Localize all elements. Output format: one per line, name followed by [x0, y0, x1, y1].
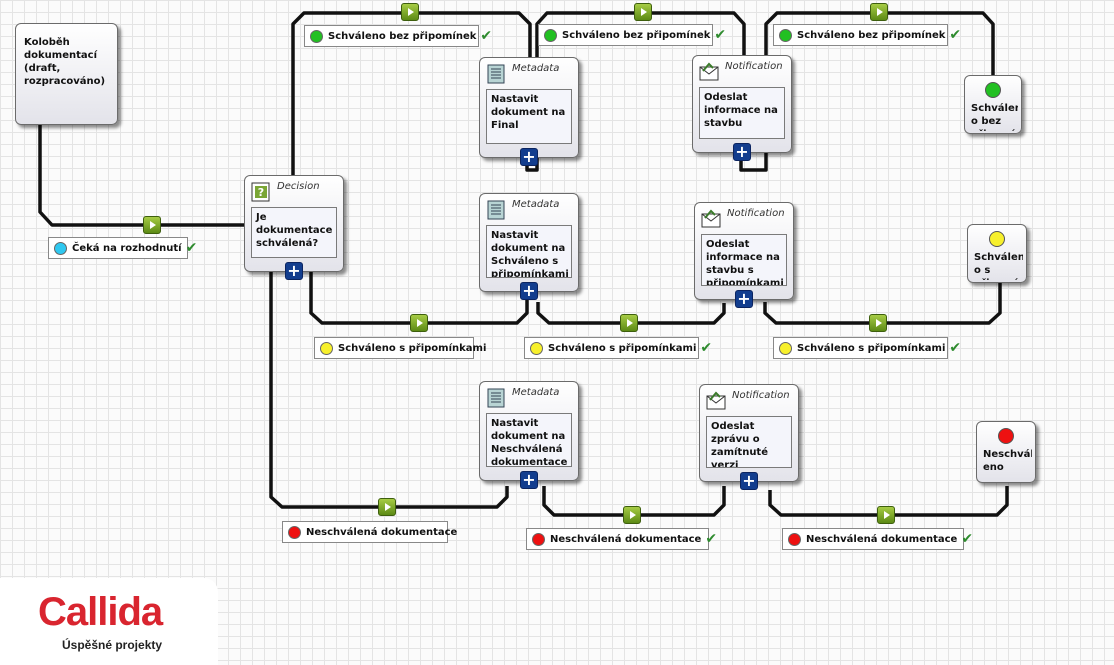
- svg-text:?: ?: [258, 186, 264, 199]
- logo-tagline: Úspěšné projekty: [62, 638, 163, 652]
- node-type-label: Notification: [725, 61, 783, 72]
- notification-node-approved[interactable]: Notification Odeslat informace na stavbu…: [692, 55, 792, 161]
- node-type-label: Notification: [732, 390, 790, 401]
- node-text: Odeslat informace na stavbu s připomínka…: [701, 234, 787, 286]
- status-red-dot: [998, 428, 1014, 444]
- checkmark-icon: ✔: [185, 240, 198, 256]
- label-text: Neschválená dokumentace: [550, 533, 702, 545]
- document-icon: [487, 388, 505, 408]
- decision-node[interactable]: ? Decision Je dokumentace schválená? +: [244, 175, 344, 280]
- transition-label-approved-comments[interactable]: Schváleno s připomínkami ✔: [524, 337, 712, 359]
- transition-label-approved-comments[interactable]: Schváleno s připomínkami: [314, 337, 486, 359]
- status-red-dot: [288, 525, 301, 539]
- status-green-dot: [310, 29, 323, 43]
- envelope-icon: [699, 62, 719, 81]
- label-text: Neschválená dokumentace: [306, 526, 458, 538]
- transition-label-approved[interactable]: Schváleno bez připomínek ✔: [304, 25, 492, 47]
- end-node-approved[interactable]: Schválen o bez připomín: [964, 75, 1022, 134]
- add-step-button[interactable]: +: [520, 148, 538, 166]
- node-type-label: Metadata: [512, 63, 560, 74]
- checkmark-icon: ✔: [480, 28, 493, 44]
- label-text: Schváleno s připomínkami: [797, 342, 946, 354]
- status-green-dot: [779, 28, 792, 42]
- status-cyan-dot: [54, 241, 67, 255]
- node-text: Nastavit dokument na Final: [486, 89, 572, 144]
- start-node[interactable]: Koloběh dokumentací (draft, rozpracováno…: [15, 23, 118, 125]
- node-text: Nastavit dokument na Schváleno s připomí…: [486, 225, 572, 278]
- status-red-dot: [788, 532, 801, 546]
- start-node-text: Koloběh dokumentací (draft, rozpracováno…: [24, 37, 106, 87]
- question-icon: ?: [251, 182, 270, 202]
- status-red-dot: [532, 532, 545, 546]
- checkmark-icon: ✔: [714, 27, 727, 43]
- node-text: Odeslat informace na stavbu: [699, 87, 785, 139]
- node-text: Nastavit dokument na Neschválená dokumen…: [486, 413, 572, 467]
- end-node-approved-comments[interactable]: Schválen o s připomín: [967, 224, 1027, 283]
- node-text: Odeslat zprávu o zamítnuté verzi dokumen…: [706, 416, 792, 468]
- label-text: Schváleno s připomínkami: [338, 342, 487, 354]
- add-step-button[interactable]: +: [735, 290, 753, 308]
- transition-label-rejected[interactable]: Neschválená dokumentace: [282, 521, 457, 543]
- transition-play-button[interactable]: [620, 314, 638, 332]
- transition-label-rejected[interactable]: Neschválená dokumentace ✔: [782, 528, 973, 550]
- label-text: Neschválená dokumentace: [806, 533, 958, 545]
- node-type-label: Metadata: [512, 199, 560, 210]
- transition-label-approved[interactable]: Schváleno bez připomínek ✔: [773, 24, 961, 46]
- document-icon: [487, 200, 505, 220]
- label-text: Schváleno bez připomínek: [328, 30, 477, 42]
- label-text: Schváleno bez připomínek: [797, 29, 946, 41]
- transition-label-approved[interactable]: Schváleno bez připomínek ✔: [538, 24, 726, 46]
- status-green-dot: [985, 82, 1001, 98]
- transition-play-button[interactable]: [143, 216, 161, 234]
- metadata-node-rejected[interactable]: Metadata Nastavit dokument na Neschválen…: [479, 381, 579, 489]
- transition-label-rejected[interactable]: Neschválená dokumentace ✔: [526, 528, 717, 550]
- end-node-text: Neschvál eno: [983, 449, 1032, 473]
- add-step-button[interactable]: +: [285, 262, 303, 280]
- status-green-dot: [544, 28, 557, 42]
- node-type-label: Metadata: [512, 387, 560, 398]
- transition-label-waiting[interactable]: Čeká na rozhodnutí ✔: [48, 237, 197, 259]
- checkmark-icon: ✔: [949, 340, 962, 356]
- status-yellow-dot: [320, 341, 333, 355]
- add-step-button[interactable]: +: [733, 143, 751, 161]
- envelope-icon: [701, 209, 721, 228]
- add-step-button[interactable]: +: [520, 471, 538, 489]
- logo-brand: Callida: [38, 590, 163, 634]
- checkmark-icon: ✔: [705, 531, 718, 547]
- status-yellow-dot: [779, 341, 792, 355]
- checkmark-icon: ✔: [961, 531, 974, 547]
- metadata-node-approved[interactable]: Metadata Nastavit dokument na Final +: [479, 57, 579, 166]
- envelope-icon: [706, 391, 726, 410]
- node-type-label: Notification: [727, 208, 785, 219]
- transition-play-button[interactable]: [634, 3, 652, 21]
- transition-play-button[interactable]: [623, 506, 641, 524]
- end-node-text: Schválen o s připomín: [974, 252, 1023, 280]
- document-icon: [487, 64, 505, 84]
- node-type-label: Decision: [277, 181, 320, 192]
- callida-logo: Callida Úspěšné projekty: [0, 578, 218, 665]
- transition-play-button[interactable]: [401, 3, 419, 21]
- end-node-rejected[interactable]: Neschvál eno: [976, 421, 1036, 483]
- transition-play-button[interactable]: [869, 314, 887, 332]
- end-node-text: Schválen o bez připomín: [971, 103, 1018, 131]
- transition-play-button[interactable]: [870, 3, 888, 21]
- label-text: Schváleno bez připomínek: [562, 29, 711, 41]
- transition-play-button[interactable]: [378, 498, 396, 516]
- checkmark-icon: ✔: [700, 340, 713, 356]
- transition-label-approved-comments[interactable]: Schváleno s připomínkami ✔: [773, 337, 961, 359]
- transition-play-button[interactable]: [877, 506, 895, 524]
- add-step-button[interactable]: +: [520, 282, 538, 300]
- label-text: Schváleno s připomínkami: [548, 342, 697, 354]
- label-text: Čeká na rozhodnutí: [72, 242, 182, 254]
- notification-node-rejected[interactable]: Notification Odeslat zprávu o zamítnuté …: [699, 384, 799, 490]
- node-text: Je dokumentace schválená?: [251, 207, 337, 258]
- checkmark-icon: ✔: [949, 27, 962, 43]
- transition-play-button[interactable]: [410, 314, 428, 332]
- metadata-node-approved-comments[interactable]: Metadata Nastavit dokument na Schváleno …: [479, 193, 579, 300]
- add-step-button[interactable]: +: [740, 472, 758, 490]
- status-yellow-dot: [989, 231, 1005, 247]
- notification-node-approved-comments[interactable]: Notification Odeslat informace na stavbu…: [694, 202, 794, 308]
- status-yellow-dot: [530, 341, 543, 355]
